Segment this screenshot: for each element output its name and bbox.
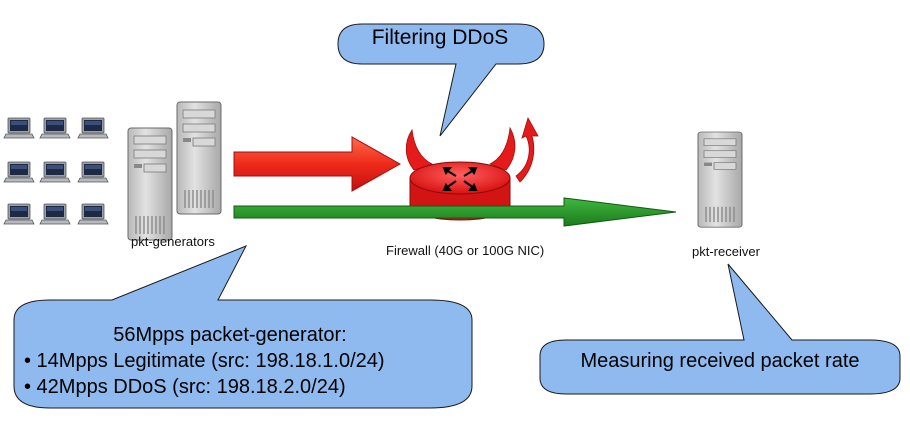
server-tower-icon	[127, 101, 222, 241]
filtering-callout-text: Filtering DDoS	[371, 26, 509, 49]
server-tower-icon	[697, 131, 743, 228]
laptop-icon	[3, 117, 109, 225]
generators-label: pkt-generators	[131, 234, 215, 249]
filtering-callout	[337, 23, 545, 137]
receiver-label: pkt-receiver	[692, 244, 760, 259]
firewall-label: Firewall (40G or 100G NIC)	[386, 243, 545, 258]
generator-heading: 56Mpps packet-generator:	[113, 324, 347, 346]
devil-horns-icon	[405, 116, 539, 183]
legit-arrow	[233, 197, 677, 227]
generator-item-ddos: • 42Mpps DDoS (src: 198.18.2.0/24)	[24, 376, 346, 398]
measuring-callout-text: Measuring received packet rate	[580, 350, 860, 372]
generator-item-legit: • 14Mpps Legitimate (src: 198.18.1.0/24)	[24, 350, 385, 372]
measuring-callout	[539, 263, 901, 395]
ddos-arrow	[233, 136, 402, 192]
generator-callout	[13, 245, 473, 409]
generator-callout-text: 56Mpps packet-generator: • 14Mpps Legiti…	[10, 322, 470, 400]
